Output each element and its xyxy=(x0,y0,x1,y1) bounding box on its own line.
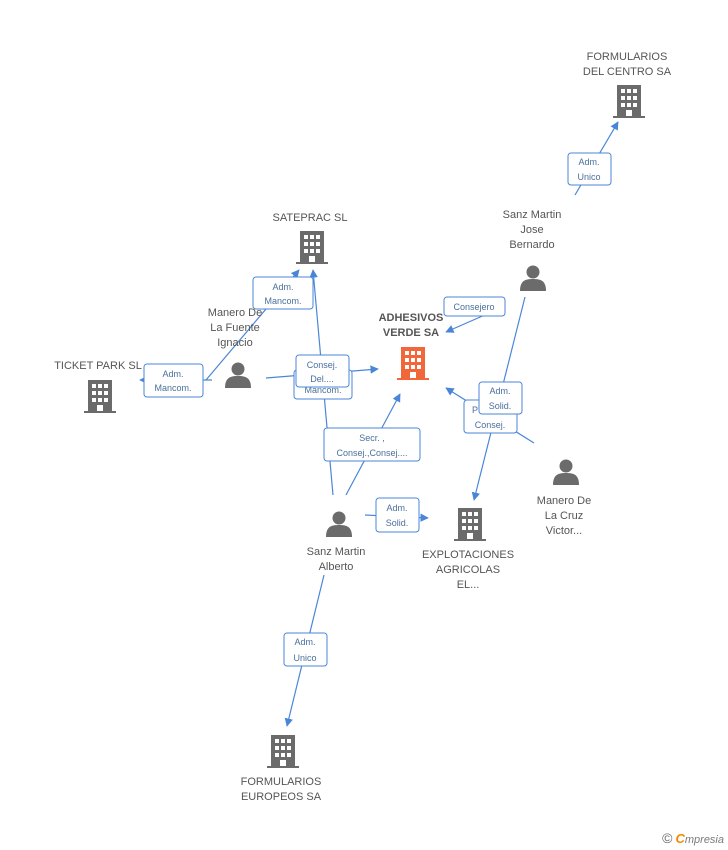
edge-label-line-1: Consejero xyxy=(453,302,494,312)
edge-label-line-2: Del.... xyxy=(310,374,334,384)
node-label-line-1: FORMULARIOS xyxy=(241,776,322,788)
edge-label-adm-unico-top: Adm. Unico xyxy=(567,152,612,186)
company-node-explotaciones[interactable]: EXPLOTACIONES AGRICOLAS EL... xyxy=(422,508,514,591)
node-label-line-1: TICKET PARK SL xyxy=(54,360,142,372)
node-label-line-2: Jose xyxy=(520,224,543,236)
person-icon xyxy=(553,459,579,485)
node-label-line-3: Victor... xyxy=(546,525,582,537)
edge-label-adm-unico-bottom: Adm. Unico xyxy=(283,632,328,667)
edge-label-line-1: Adm. xyxy=(294,637,315,647)
edge-label-line-1: Adm. xyxy=(489,386,510,396)
building-icon xyxy=(454,508,486,541)
person-node-manero-victor[interactable]: Manero De La Cruz Victor... xyxy=(537,459,591,538)
node-label-line-1: Manero De xyxy=(537,495,591,507)
brand-watermark: ©Cmpresia xyxy=(662,830,724,846)
edge-label-line-1: Mancom. xyxy=(304,385,341,395)
node-label-line-2: DEL CENTRO SA xyxy=(583,66,672,78)
edge-label-consej-del: Consej. Del.... xyxy=(295,354,350,388)
edge-label-line-1: Secr. , xyxy=(359,433,385,443)
node-label-line-2: Alberto xyxy=(319,561,354,573)
building-icon xyxy=(296,231,328,264)
edge-label-line-2: Mancom. xyxy=(264,296,301,306)
node-label-line-3: EL... xyxy=(457,579,480,591)
edge-labels: Adm. Unico Adm. Mancom. Consejero Adm. M… xyxy=(143,152,612,667)
person-icon xyxy=(520,265,546,291)
edge-label-line-2: Mancom. xyxy=(154,383,191,393)
person-node-sanz-alberto[interactable]: Sanz Martin Alberto xyxy=(307,511,366,574)
building-icon xyxy=(613,85,645,118)
edge-label-line-1: Consej. xyxy=(307,360,338,370)
edge-label-line-2: Solid. xyxy=(489,401,512,411)
brand-name: mpresia xyxy=(684,834,724,846)
node-label-line-1: Manero De xyxy=(208,307,262,319)
edge-label-adm-mancom-ticket: Adm. Mancom. xyxy=(143,363,204,398)
edge-label-line-1: Adm. xyxy=(386,503,407,513)
edge-label-line-1: Adm. xyxy=(272,282,293,292)
person-icon xyxy=(326,511,352,537)
edge-label-line-2: Unico xyxy=(293,653,316,663)
person-node-manero-ignacio[interactable]: Manero De La Fuente Ignacio xyxy=(208,307,262,388)
company-node-ticket-park[interactable]: TICKET PARK SL xyxy=(54,360,142,413)
node-label-line-2: VERDE SA xyxy=(383,327,439,339)
building-icon xyxy=(267,735,299,768)
edge-label-adm-mancom-sateprac: Adm. Mancom. xyxy=(252,276,314,310)
edge-label-line-2: Unico xyxy=(577,172,600,182)
edge-label-adm-solid-jose: Adm. Solid. xyxy=(478,381,523,415)
nodes: FORMULARIOS DEL CENTRO SA SATEPRAC SL Sa… xyxy=(54,51,672,803)
edge-label-line-2: Solid. xyxy=(386,518,409,528)
edge-label-line-2: Consej.,Consej.... xyxy=(336,448,407,458)
edge-label-consejero: Consejero xyxy=(443,296,506,317)
node-label-line-2: EUROPEOS SA xyxy=(241,791,322,803)
edge-label-line-1: Adm. xyxy=(578,157,599,167)
building-icon xyxy=(397,347,429,380)
company-node-sateprac[interactable]: SATEPRAC SL xyxy=(273,212,348,264)
node-label-line-1: Sanz Martin xyxy=(307,546,366,558)
node-label-line-1: FORMULARIOS xyxy=(587,51,668,63)
edge-label-line-1: P xyxy=(472,405,478,415)
company-node-formularios-centro[interactable]: FORMULARIOS DEL CENTRO SA xyxy=(583,51,672,118)
node-label-line-2: AGRICOLAS xyxy=(436,564,500,576)
node-label-line-1: Sanz Martin xyxy=(503,209,562,221)
edge-label-line-1: Adm. xyxy=(162,369,183,379)
node-label-line-1: ADHESIVOS xyxy=(379,312,444,324)
node-label-line-2: La Fuente xyxy=(210,322,260,334)
main-company-node-adhesivos[interactable]: ADHESIVOS VERDE SA xyxy=(379,312,444,380)
edge-label-line-2: Consej. xyxy=(475,420,506,430)
brand-initial: C xyxy=(675,831,685,846)
person-node-sanz-jose[interactable]: Sanz Martin Jose Bernardo xyxy=(503,209,562,291)
edge-label-secr-consej: Secr. , Consej.,Consej.... xyxy=(323,427,421,462)
node-label-line-3: Ignacio xyxy=(217,337,252,349)
node-label-line-3: Bernardo xyxy=(509,239,554,251)
node-label-line-1: SATEPRAC SL xyxy=(273,212,348,224)
copyright-icon: © xyxy=(662,830,673,846)
node-label-line-1: EXPLOTACIONES xyxy=(422,549,514,561)
person-icon xyxy=(225,362,251,388)
edge-label-adm-solid-alberto: Adm. Solid. xyxy=(375,497,420,533)
building-icon xyxy=(84,380,116,413)
node-label-line-2: La Cruz xyxy=(545,510,584,522)
company-node-formularios-europeos[interactable]: FORMULARIOS EUROPEOS SA xyxy=(241,735,322,803)
